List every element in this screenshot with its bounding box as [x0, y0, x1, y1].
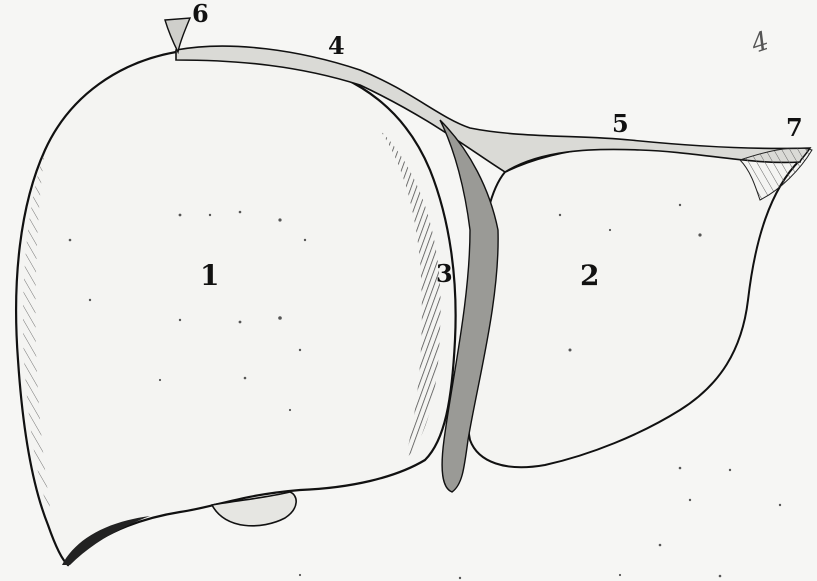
label-triangular-left: 7: [786, 116, 803, 140]
label-coronary-right: 4: [328, 34, 345, 58]
left-lobe-outline: [467, 145, 800, 467]
label-left-lobe: 2: [580, 262, 599, 290]
label-coronary-left: 5: [612, 112, 629, 136]
label-triangular-right: 6: [192, 2, 209, 26]
label-right-lobe: 1: [200, 262, 219, 290]
right-lobe-outline: [16, 50, 456, 565]
right-triangular-ligament: [165, 18, 190, 52]
label-falciform-ligament: 3: [436, 262, 453, 286]
